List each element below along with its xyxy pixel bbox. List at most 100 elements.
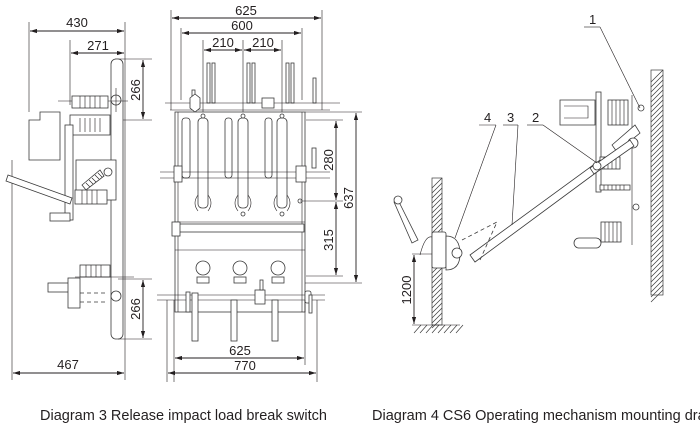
operating-handle xyxy=(393,199,419,244)
hatch-line xyxy=(431,272,443,284)
hatch-line xyxy=(431,222,443,234)
operating-handle xyxy=(5,174,73,205)
hatch-line xyxy=(650,179,664,193)
mechanism-pivot xyxy=(451,247,463,259)
callout-4: 4 xyxy=(484,110,491,125)
callout-1: 1 xyxy=(589,12,596,27)
dim-label-625-top: 625 xyxy=(235,3,257,18)
hatch-line xyxy=(650,204,664,218)
side-view: 430 271 266 xyxy=(5,15,152,380)
spring xyxy=(81,169,105,191)
shaft-bearing xyxy=(295,165,307,183)
callout-2: 2 xyxy=(532,110,539,125)
hatch-line xyxy=(650,234,664,248)
hatch-line xyxy=(650,134,664,148)
coupling-pin xyxy=(259,279,264,291)
hatch-line xyxy=(431,277,443,289)
auxiliary-pin xyxy=(311,147,317,169)
hatch-line xyxy=(650,124,664,138)
pole-1 xyxy=(181,113,212,212)
insulator-detail xyxy=(564,105,589,119)
lower-pivot xyxy=(110,290,122,302)
upper-insulator xyxy=(559,99,596,126)
hatch-line xyxy=(431,212,443,224)
hatch-line xyxy=(431,307,443,319)
hatch-line xyxy=(437,324,446,334)
hatch-line xyxy=(650,114,664,128)
hatch-line xyxy=(650,254,664,268)
dim-label-625-bottom: 625 xyxy=(229,343,251,358)
hatch-line xyxy=(431,197,443,209)
hatch-line xyxy=(413,324,422,334)
shaft-bearing xyxy=(173,165,183,183)
hatch-line xyxy=(650,264,664,278)
rod-ribs xyxy=(603,185,625,190)
insulator-ribs xyxy=(604,222,618,242)
callout-3: 3 xyxy=(507,110,514,125)
upper-contact-fingers xyxy=(191,62,317,104)
dim-label-266-upper: 266 xyxy=(128,79,143,101)
hatch-line xyxy=(419,324,428,334)
ground-hatching xyxy=(413,324,464,334)
arc-chute xyxy=(28,111,61,161)
hatch-line xyxy=(650,274,664,288)
contact-ribs xyxy=(79,118,101,132)
hatch-line xyxy=(650,174,664,188)
hatch-line xyxy=(650,199,664,213)
pole-2 xyxy=(224,113,252,217)
diagram3-caption: Diagram 3 Release impact load break swit… xyxy=(40,408,327,424)
hatch-line xyxy=(431,302,443,314)
dim-label-271: 271 xyxy=(87,38,109,53)
hatch-line xyxy=(650,229,664,243)
lower-insulator xyxy=(600,221,622,243)
hatch-line xyxy=(431,177,443,189)
hatch-line xyxy=(650,164,664,178)
crank-arm xyxy=(308,294,313,314)
pole-3 xyxy=(264,113,291,217)
hatch-line xyxy=(650,279,664,293)
hatch-line xyxy=(431,182,443,194)
hatch-line xyxy=(650,169,664,183)
lower-bracket xyxy=(67,277,81,309)
hatch-line xyxy=(650,74,664,88)
hatch-line xyxy=(650,154,664,168)
hatch-line xyxy=(650,84,664,98)
hatch-line xyxy=(431,187,443,199)
hatch-line xyxy=(650,119,664,133)
hatch-line xyxy=(431,317,443,329)
dim-label-1200: 1200 xyxy=(399,276,414,305)
dim-label-210-left: 210 xyxy=(212,35,234,50)
hatch-line xyxy=(650,194,664,208)
hatch-line xyxy=(650,269,664,283)
hatch-line xyxy=(650,224,664,238)
hatch-line xyxy=(455,324,464,334)
end-bracket xyxy=(185,291,191,313)
callout-leader xyxy=(542,124,598,164)
wall-hatching xyxy=(650,69,664,303)
diagram4-caption: Diagram 4 CS6 Operating mechanism mounti… xyxy=(372,408,700,424)
hatch-line xyxy=(650,89,664,103)
spring xyxy=(611,124,641,153)
hatch-line xyxy=(431,292,443,304)
hatch-line xyxy=(431,217,443,229)
terminal-bar xyxy=(49,212,71,222)
dim-label-266-lower: 266 xyxy=(128,298,143,320)
hatch-line xyxy=(650,259,664,273)
bus-clamp xyxy=(261,97,275,109)
spring-pivot xyxy=(103,167,113,177)
bus-clamp xyxy=(189,93,201,113)
insulator-ribs xyxy=(79,96,101,108)
lower-terminal xyxy=(573,237,602,249)
insulator-ribs xyxy=(81,190,98,204)
hatch-line xyxy=(650,69,664,83)
hatch-line xyxy=(431,287,443,299)
dim-label-467: 467 xyxy=(57,357,79,372)
hatch-line xyxy=(650,79,664,93)
insulator-body xyxy=(607,99,629,126)
hatch-line xyxy=(650,139,664,153)
mechanism-plate xyxy=(431,231,447,269)
hatch-line xyxy=(650,289,664,303)
dim-label-637: 637 xyxy=(341,187,356,209)
switch-blade xyxy=(64,124,74,221)
hatch-line xyxy=(650,239,664,253)
